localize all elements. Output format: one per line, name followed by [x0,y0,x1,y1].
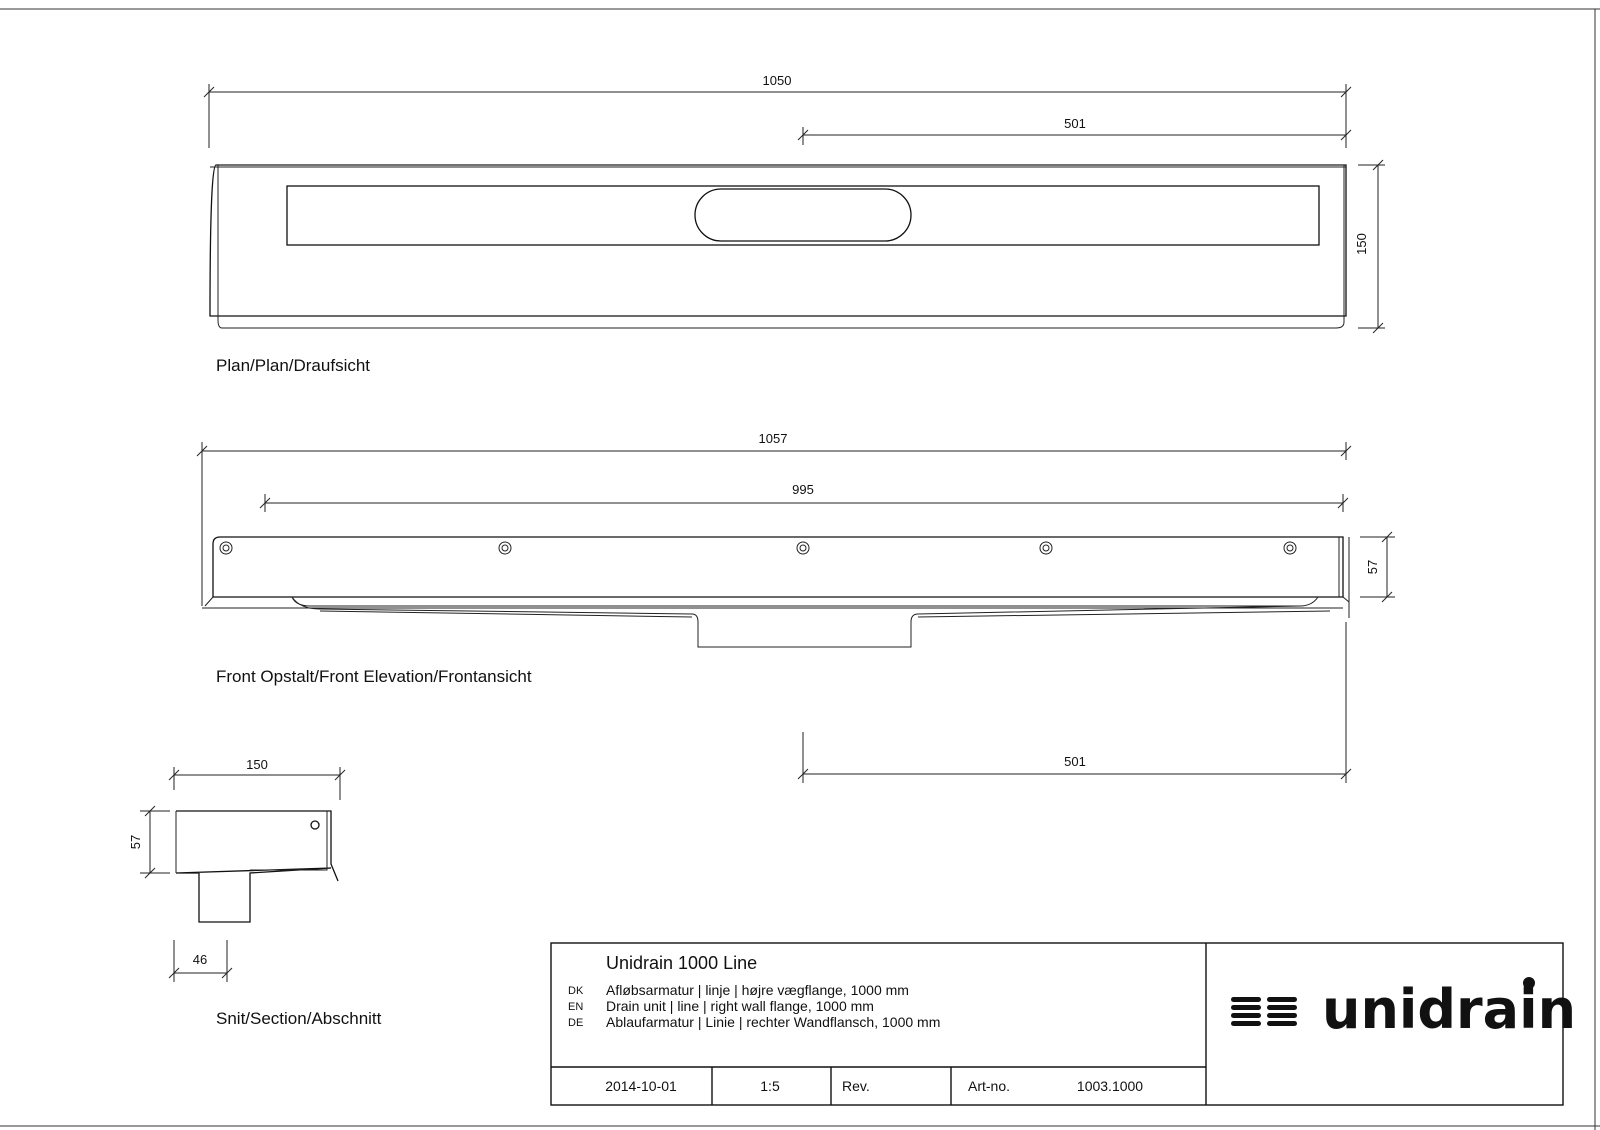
plan-dim-501-label: 501 [1064,116,1086,131]
plan-caption: Plan/Plan/Draufsicht [216,356,370,375]
lang-code-en: EN [568,1001,583,1013]
front-screws [219,541,1297,555]
section-dim-46-label: 46 [193,952,207,967]
lang-code-de: DE [568,1017,583,1029]
plan-view: 1050 501 150 Plan/Plan/Draufs [203,73,1385,375]
front-dim-995-label: 995 [792,482,814,497]
section-caption: Snit/Section/Abschnitt [216,1009,382,1028]
screw-icon [498,541,512,555]
product-title: Unidrain 1000 Line [606,953,757,973]
front-dimension-height: 57 [1360,531,1395,603]
section-dimension-width: 150 [168,757,346,800]
section-dim-57-label: 57 [128,835,143,849]
unidrain-logo: unidrain [1231,977,1576,1041]
front-dim-57-label: 57 [1365,560,1380,574]
article-number: 1003.1000 [1077,1078,1143,1094]
title-block: Unidrain 1000 Line DK Afløbsarmatur | li… [550,942,1576,1106]
description-en: Drain unit | line | right wall flange, 1… [606,998,874,1014]
lang-code-dk: DK [568,985,584,997]
screw-icon [1283,541,1297,555]
screw-icon [219,541,233,555]
screw-icon [796,541,810,555]
plan-dimension-width: 150 [1354,159,1385,334]
screw-icon [1039,541,1053,555]
front-caption: Front Opstalt/Front Elevation/Frontansic… [216,667,532,686]
front-dimension-inner: 995 [259,482,1349,512]
logo-registered-dot-icon [1523,977,1535,989]
plan-dimension-center: 501 [797,116,1352,145]
front-dimension-total: 1057 [196,431,1352,606]
section-dim-150-label: 150 [246,757,268,772]
revision-label: Rev. [842,1078,870,1094]
description-dk: Afløbsarmatur | linje | højre vægflange,… [606,982,909,998]
description-de: Ablaufarmatur | Linie | rechter Wandflan… [606,1014,940,1030]
front-dim-501-label: 501 [1064,754,1086,769]
sheet-border [0,8,1600,1130]
section-drain-body [175,810,339,923]
plan-dimension-total: 1050 [203,73,1352,148]
section-view: 150 57 46 Snit/Section/Abschnitt [128,757,382,1028]
front-view: 1057 995 [196,431,1395,783]
logo-bars-icon [1231,997,1297,1026]
drawing-scale: 1:5 [760,1078,780,1094]
article-number-label: Art-no. [968,1078,1010,1094]
section-dimension-outlet: 46 [168,940,233,982]
plan-drain-body [209,164,1347,329]
drawing-date: 2014-10-01 [605,1078,677,1094]
logo-wordmark: unidrain [1322,978,1576,1041]
plan-dim-1050-label: 1050 [763,73,792,88]
section-dimension-height: 57 [128,805,170,879]
front-drain-body [202,536,1350,648]
front-dimension-center: 501 [797,622,1352,783]
plan-dim-150-label: 150 [1354,233,1369,255]
front-dim-1057-label: 1057 [759,431,788,446]
